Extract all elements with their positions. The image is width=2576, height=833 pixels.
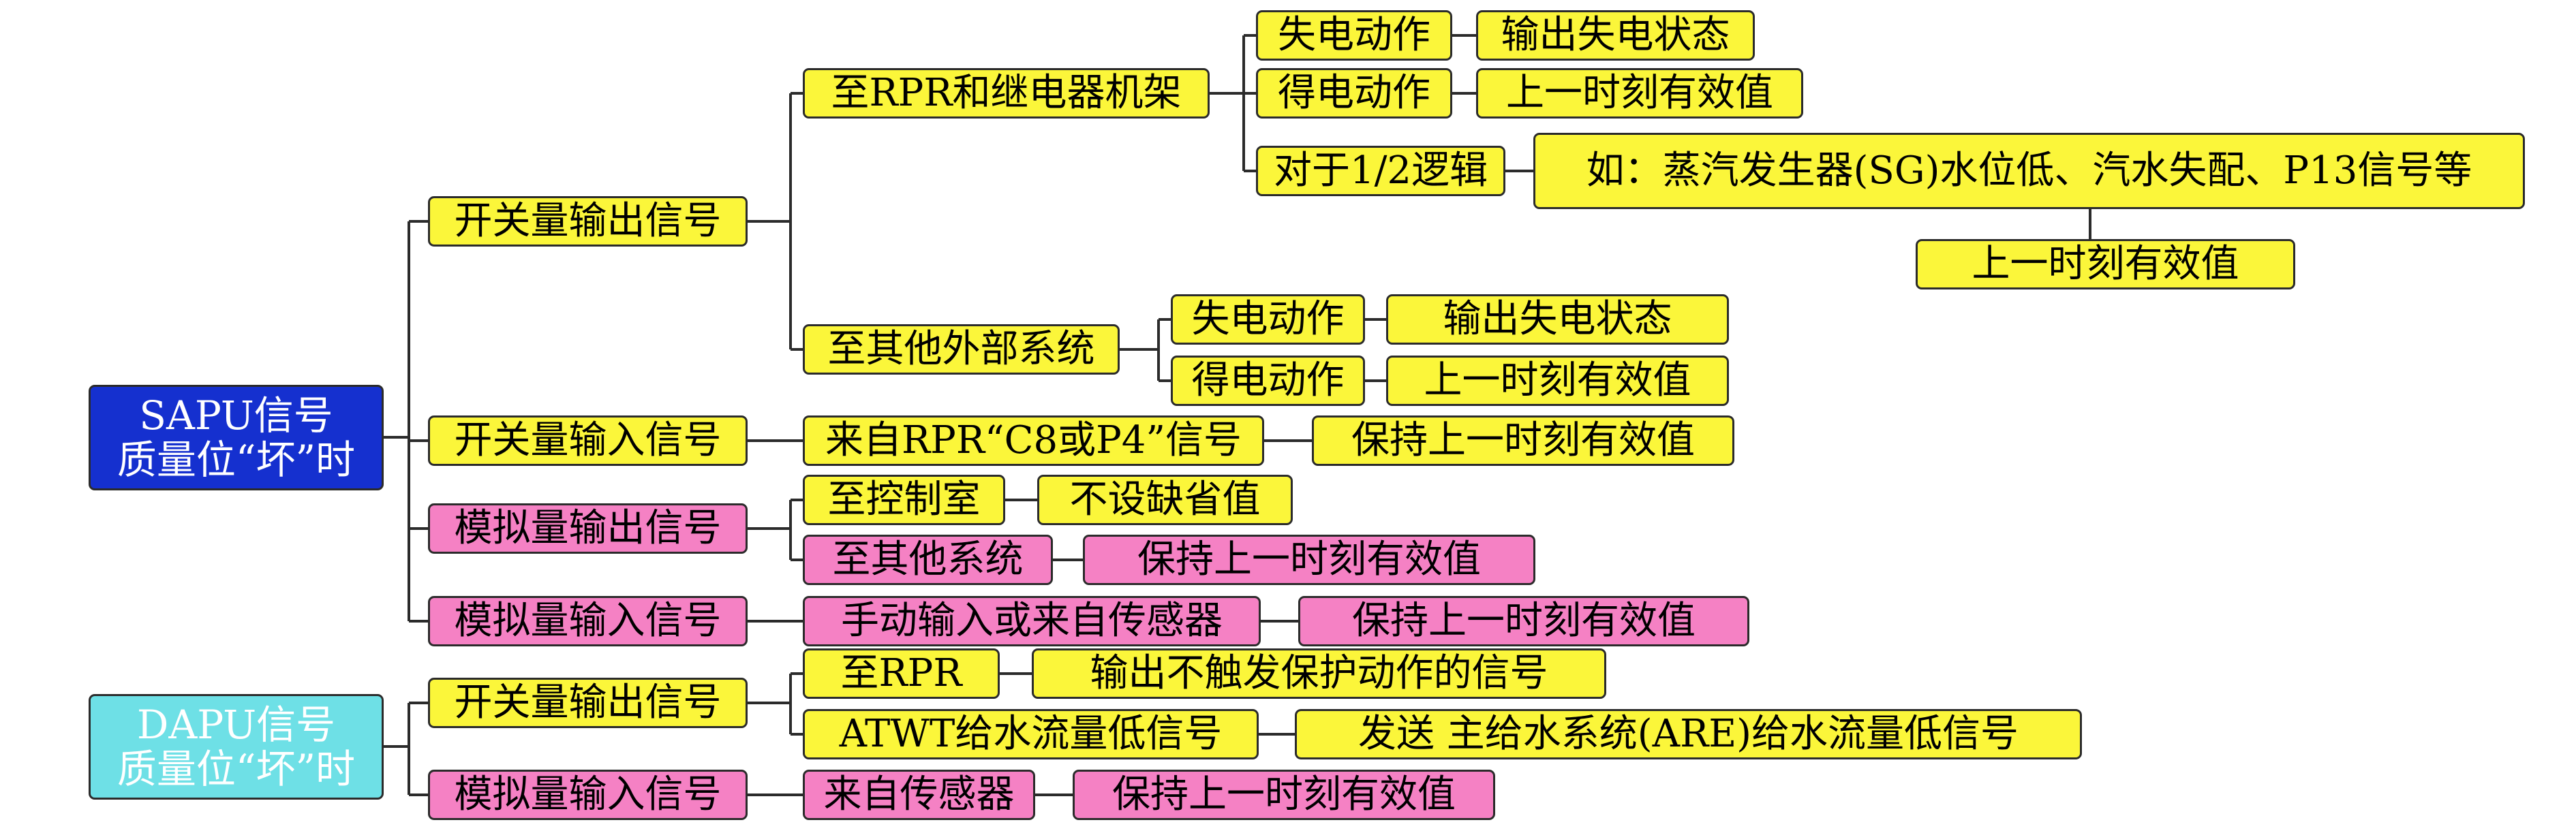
atwt-low-feedwater-flow-node: ATWT给水流量低信号 bbox=[803, 709, 1259, 759]
to-control-room-node: 至控制室 bbox=[803, 475, 1005, 525]
last-valid-value-node-1: 上一时刻有效值 bbox=[1476, 68, 1803, 119]
sapu-switch-input-node: 开关量输入信号 bbox=[428, 415, 748, 466]
dapu-root-node: DAPU信号 质量位“坏”时 bbox=[89, 694, 384, 800]
dapu-switch-output-node: 开关量输出信号 bbox=[428, 678, 748, 728]
sapu-root-node: SAPU信号 质量位“坏”时 bbox=[89, 385, 384, 490]
send-are-low-flow-signal-node: 发送 主给水系统(ARE)给水流量低信号 bbox=[1295, 709, 2082, 759]
to-other-systems-node: 至其他系统 bbox=[803, 535, 1053, 585]
loss-power-action-node-1: 失电动作 bbox=[1256, 10, 1452, 61]
dapu-analog-input-node: 模拟量输入信号 bbox=[428, 770, 748, 820]
keep-last-valid-node-2: 保持上一时刻有效值 bbox=[1083, 535, 1535, 585]
sapu-switch-output-node: 开关量输出信号 bbox=[428, 196, 748, 247]
to-rpr-node: 至RPR bbox=[803, 648, 1000, 699]
dapu-root-line1: DAPU信号 bbox=[136, 701, 336, 748]
output-loss-state-node-1: 输出失电状态 bbox=[1476, 10, 1755, 61]
manual-input-or-sensor-node: 手动输入或来自传感器 bbox=[803, 596, 1261, 646]
no-default-value-node: 不设缺省值 bbox=[1037, 475, 1293, 525]
no-trigger-protection-signal-node: 输出不触发保护动作的信号 bbox=[1032, 648, 1606, 699]
output-loss-state-node-2: 输出失电状态 bbox=[1386, 294, 1729, 345]
to-other-external-systems-node: 至其他外部系统 bbox=[803, 324, 1120, 375]
last-valid-value-node-3: 上一时刻有效值 bbox=[1386, 356, 1729, 406]
half-logic-node: 对于1/2逻辑 bbox=[1256, 146, 1505, 196]
keep-last-valid-node-4: 保持上一时刻有效值 bbox=[1073, 770, 1495, 820]
loss-power-action-node-2: 失电动作 bbox=[1171, 294, 1365, 345]
sapu-root-line2: 质量位“坏”时 bbox=[117, 436, 356, 483]
sapu-root-line1: SAPU信号 bbox=[139, 392, 333, 439]
from-rpr-c8-p4-node: 来自RPR“C8或P4”信号 bbox=[803, 415, 1264, 466]
get-power-action-node-2: 得电动作 bbox=[1171, 356, 1365, 406]
keep-last-valid-node-3: 保持上一时刻有效值 bbox=[1298, 596, 1749, 646]
last-valid-value-node-2: 上一时刻有效值 bbox=[1916, 239, 2295, 289]
to-rpr-relay-rack-node: 至RPR和继电器机架 bbox=[803, 68, 1210, 119]
get-power-action-node-1: 得电动作 bbox=[1256, 68, 1452, 119]
from-sensor-node: 来自传感器 bbox=[803, 770, 1035, 820]
example-signals-node: 如：蒸汽发生器(SG)水位低、汽水失配、P13信号等 bbox=[1533, 133, 2525, 209]
keep-last-valid-node-1: 保持上一时刻有效值 bbox=[1312, 415, 1734, 466]
sapu-analog-output-node: 模拟量输出信号 bbox=[428, 503, 748, 554]
dapu-root-line2: 质量位“坏”时 bbox=[117, 745, 356, 792]
sapu-analog-input-node: 模拟量输入信号 bbox=[428, 596, 748, 646]
